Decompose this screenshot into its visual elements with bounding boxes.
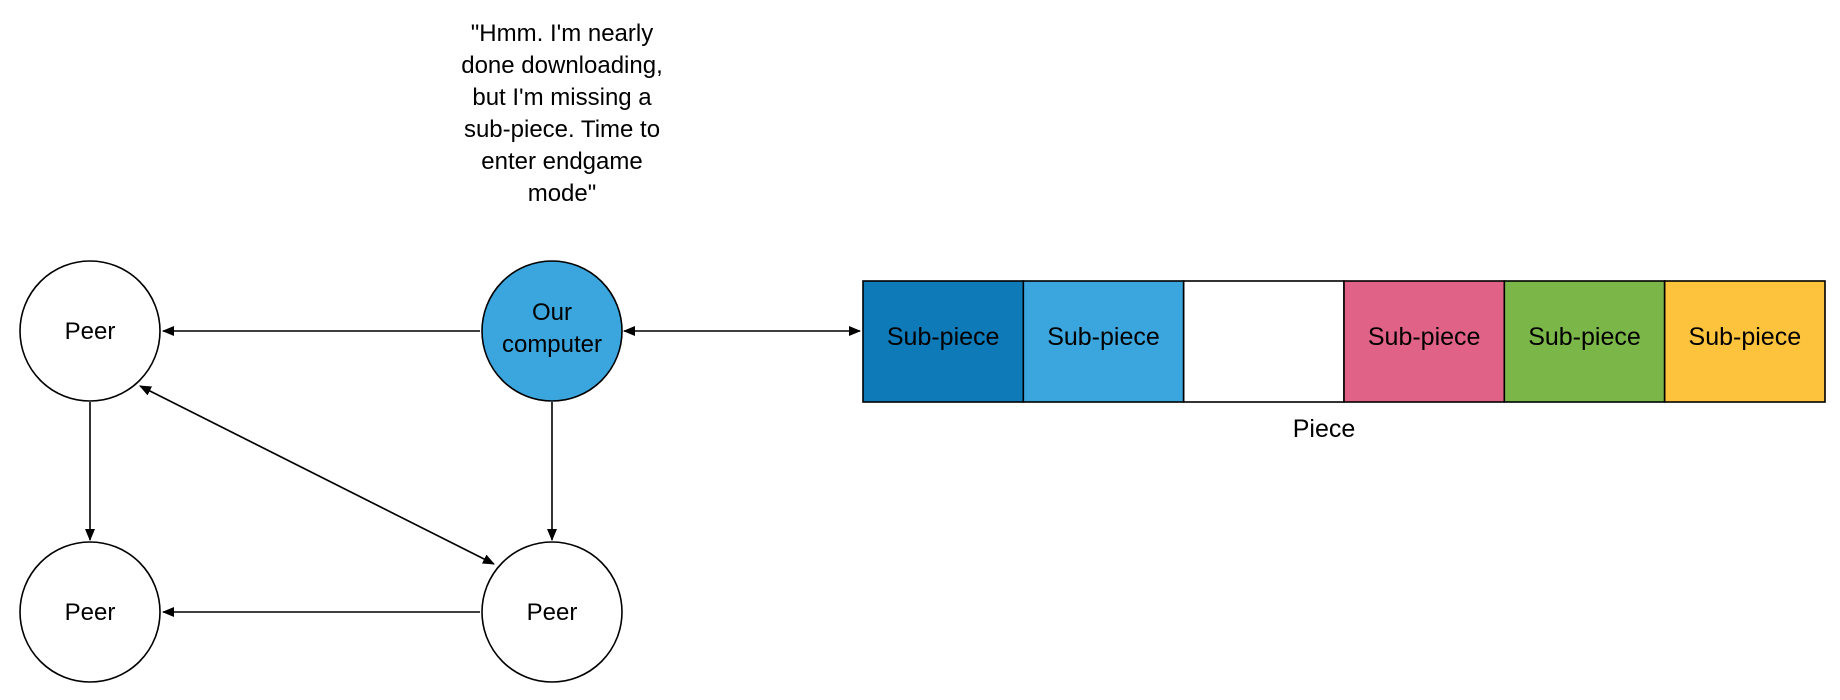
peer-circle bbox=[481, 541, 623, 683]
sub-piece-cell: Sub-piece bbox=[1663, 280, 1826, 403]
peer-node-bottom-left: Peer bbox=[19, 541, 161, 683]
sub-piece-cell: Sub-piece bbox=[1022, 280, 1185, 403]
quote-line: mode" bbox=[528, 180, 597, 207]
quote-line: enter endgame bbox=[481, 148, 642, 175]
sub-piece-cell: Sub-piece bbox=[1343, 280, 1506, 403]
sub-piece-label: Sub-piece bbox=[887, 323, 1000, 351]
piece: Sub-piece Sub-piece Sub-piece Sub-piece … bbox=[862, 280, 1826, 443]
sub-piece-label: Sub-piece bbox=[1528, 323, 1641, 351]
sub-piece-label: Sub-piece bbox=[1689, 323, 1802, 351]
sub-piece-cell: Sub-piece bbox=[862, 280, 1025, 403]
quote-line: but I'm missing a bbox=[472, 84, 652, 111]
sub-piece-label: Sub-piece bbox=[1047, 323, 1160, 351]
quote-line: sub-piece. Time to bbox=[464, 116, 660, 143]
peer-circle bbox=[19, 541, 161, 683]
peer-node-top-left: Peer bbox=[19, 260, 161, 402]
quote-line: done downloading, bbox=[461, 52, 663, 79]
missing-sub-piece-cell bbox=[1182, 280, 1345, 403]
peer-circle bbox=[19, 260, 161, 402]
peer-label: Peer bbox=[65, 318, 116, 345]
our-computer-node: Our computer bbox=[481, 260, 623, 402]
sub-piece-label: Sub-piece bbox=[1368, 323, 1481, 351]
edges bbox=[85, 326, 861, 617]
our-computer-label-line: computer bbox=[502, 331, 602, 358]
peer-label: Peer bbox=[527, 599, 578, 626]
piece-label: Piece bbox=[1293, 415, 1356, 443]
peer-label: Peer bbox=[65, 599, 116, 626]
sub-piece-cell: Sub-piece bbox=[1503, 280, 1666, 403]
our-computer-circle bbox=[481, 260, 623, 402]
edge-peer-bottom-right-to-peer-top-left bbox=[139, 385, 495, 565]
peer-node-bottom-right: Peer bbox=[481, 541, 623, 683]
sub-piece-box bbox=[1663, 280, 1826, 403]
sub-piece-box bbox=[1343, 280, 1506, 403]
quote-text: "Hmm. I'm nearly done downloading, but I… bbox=[461, 20, 663, 207]
quote-line: "Hmm. I'm nearly bbox=[471, 20, 653, 47]
missing-sub-piece-box bbox=[1182, 280, 1345, 403]
our-computer-label-line: Our bbox=[532, 299, 572, 326]
sub-piece-box bbox=[1022, 280, 1185, 403]
sub-piece-box bbox=[862, 280, 1025, 403]
